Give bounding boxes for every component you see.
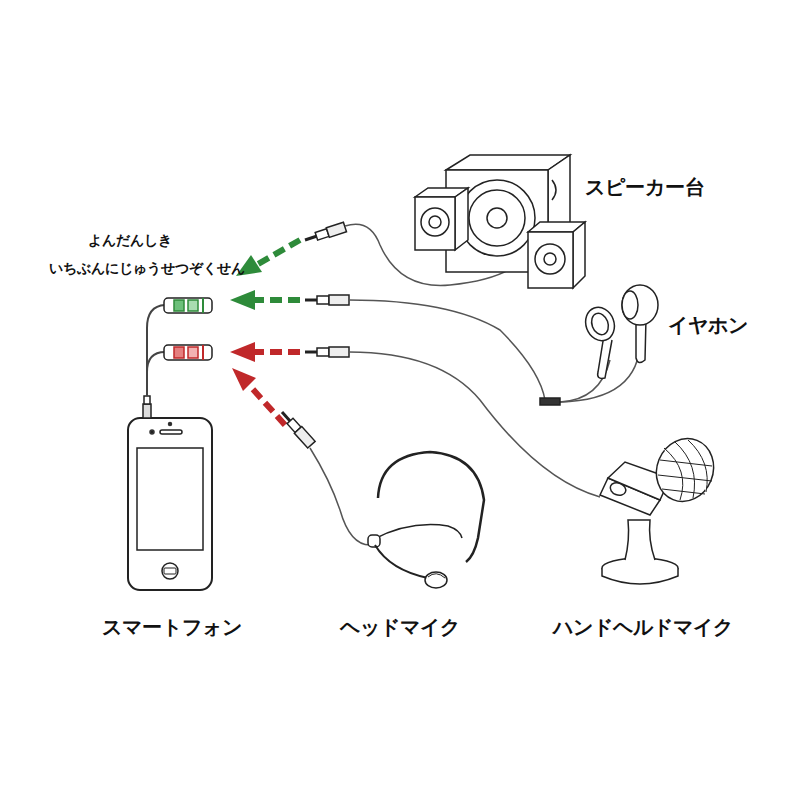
device-label: スマートフォン (102, 615, 242, 639)
device-label: イヤホン (668, 313, 748, 337)
device-label: スピーカー台 (585, 175, 705, 199)
red-arrows (230, 342, 300, 425)
smartphone-drawing (128, 418, 212, 590)
device-label: ハンドヘルドマイク (553, 615, 733, 639)
splitter-cable (143, 298, 212, 418)
device-label: いちぶんにじゅうせつぞくせん (49, 260, 245, 277)
earphones-drawing (540, 285, 658, 405)
handheld-mic-drawing (600, 430, 723, 584)
device-label: ヘッドマイク (340, 615, 460, 639)
device-label: よんだんしき (88, 232, 172, 249)
head-mic-drawing (368, 452, 484, 588)
audio-plugs (278, 222, 349, 448)
speaker-set-drawing (415, 155, 585, 288)
